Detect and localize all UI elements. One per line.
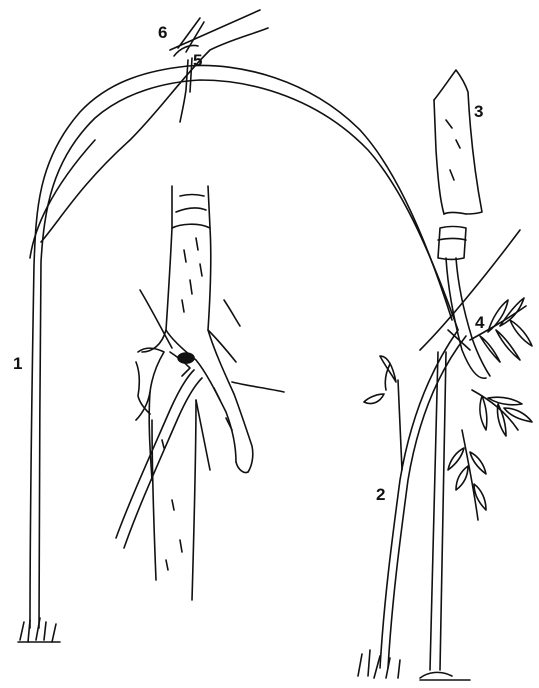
vertical-stake (430, 352, 446, 670)
grass-tufts (18, 618, 470, 680)
compound-leaves (448, 298, 532, 520)
arched-stem-1 (30, 28, 458, 628)
label-5: 5 (193, 52, 202, 69)
rootstock (152, 400, 196, 600)
label-4: 4 (475, 314, 484, 331)
label-1: 1 (13, 355, 22, 372)
label-2: 2 (376, 486, 385, 503)
scion-stick (116, 290, 284, 548)
graft-wound (136, 348, 194, 480)
central-trunk (142, 186, 253, 473)
seedling (364, 356, 402, 470)
label-3: 3 (474, 103, 483, 120)
label-6: 6 (158, 24, 167, 41)
